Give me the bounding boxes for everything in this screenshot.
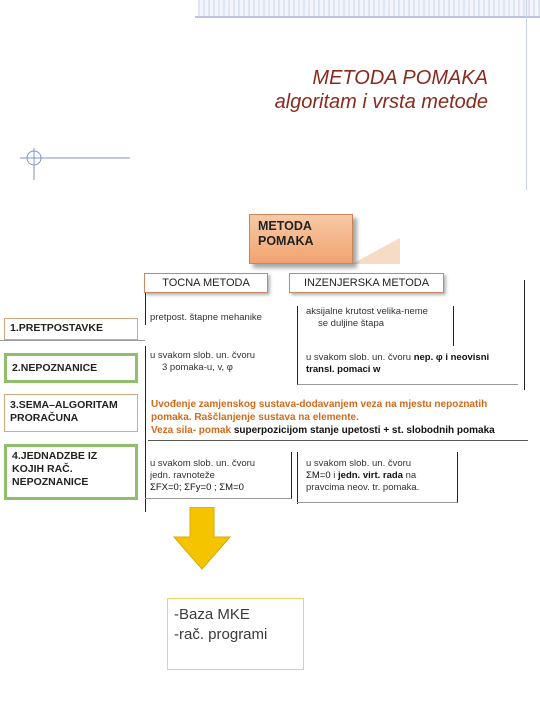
algorithm-line3c: stanje upetosti + st. slobodnih pomaka [309,425,495,436]
engineering-unknowns-bold1: nep. [413,352,434,363]
result-line2: -rač. programi [174,626,268,643]
top-stripe-line [195,16,540,18]
column-divider-middle-lower [297,452,298,504]
exact-equations-bracket [145,452,292,499]
engineering-equations-and: i [330,470,339,481]
exact-equations-line3: ΣFX=0; ΣFy=0 ; ΣM=0 [150,482,244,493]
algorithm-line3b: superpozicijom [233,425,308,436]
slide-title-line2: algoritam i vrsta metode [274,91,488,113]
method-title-box: METODA POMAKA [249,214,353,264]
engineering-equations-sum: ΣM=0 [306,470,331,481]
exact-unknowns-line2: 3 pomaka-u, v, φ [162,362,233,373]
row-label-algorithm-line1: 3.SEMA–ALGORITAM [10,399,118,411]
slide-title-line1: METODA POMAKA [312,67,488,89]
row-label-unknowns-text: 2.NEPOZNANICE [12,362,98,374]
exact-assumptions-cell: pretpost. štapne mehanike [150,312,262,323]
column-divider-exact-left-lower [145,346,146,512]
engineering-unknowns-line1: u svakom slob. un. čvoru [306,352,412,363]
row-label-equations: 4.JEDNADZBE IZ KOJIH RAČ. NEPOZNANICE [4,444,138,500]
column-divider-middle [297,306,298,350]
row-label-unknowns: 2.NEPOZNANICE [4,353,138,383]
row-label-equations-line3: NEPOZNANICE [12,476,89,488]
engineering-equations-bracket [297,452,458,503]
row-label-assumptions-text: 1.PRETPOSTAVKE [10,322,103,334]
column-divider-right-outer [524,280,525,390]
down-arrow-icon [172,507,232,570]
row-label-assumptions: 1.PRETPOSTAVKE [4,318,138,340]
row-label-algorithm-line2: PRORAČUNA [10,412,79,424]
engineering-equations-virtual-work: jedn. virt. rada [338,470,403,481]
corner-scroll-ornament [20,148,130,180]
column-divider-exact-left [145,293,146,325]
algorithm-line2: pomaka. Raščlanjenje sustava na elemente… [151,412,359,423]
exact-unknowns-cell: u svakom slob. un. čvoru 3 pomaka-u, v, … [150,350,290,374]
engineering-assumptions-cell: aksijalne krutost velika-neme se duljine… [306,306,452,330]
algorithm-line3a: Veza sila- pomak [151,425,232,436]
exact-unknowns-line1: u svakom slob. un. čvoru [150,350,256,361]
column-header-exact: TOCNA METODA [144,273,268,293]
row3-divider [148,440,528,441]
row1-divider [0,340,145,341]
method-title-line1: METODA [258,219,312,233]
method-title-line2: POMAKA [258,234,314,248]
row-label-equations-line2: KOJIH RAČ. [12,463,73,475]
algorithm-description: Uvođenje zamjenskog sustava-dodavanjem v… [151,398,523,437]
exact-equations-line2: jedn. ravnoteže [150,470,215,481]
right-edge-line [526,0,527,190]
engineering-unknowns-bracket [297,346,518,385]
engineering-equations-line1: u svakom slob. un. čvoru [306,458,412,469]
result-box: -Baza MKE -rač. programi [167,598,304,670]
engineering-unknowns-cell: u svakom slob. un. čvoru nep. φ i neovis… [306,352,520,376]
engineering-equations-line3: pravcima neov. tr. pomaka. [306,482,420,493]
slide-title: METODA POMAKA algoritam i vrsta metode [275,66,488,114]
column-header-engineering: INZENJERSKA METODA [289,273,444,293]
row-label-algorithm: 3.SEMA–ALGORITAM PRORAČUNA [4,394,138,432]
column-divider-right [453,306,454,346]
engineering-equations-cell: u svakom slob. un. čvoru ΣM=0 i jedn. vi… [306,458,456,494]
engineering-unknowns-line2: transl. pomaci w [306,364,381,375]
result-line1: -Baza MKE [174,606,250,623]
row-label-equations-line1: 4.JEDNADZBE IZ [12,450,98,462]
header-wedge-shadow [352,238,400,264]
top-stripe-band [198,0,540,16]
engineering-unknowns-bold2: φ i neovisni [435,352,490,363]
engineering-equations-na: na [402,470,417,481]
engineering-assumptions-line1: aksijalne krutost velika-neme [306,306,428,317]
exact-equations-cell: u svakom slob. un. čvoru jedn. ravnoteže… [150,458,290,494]
exact-equations-line1: u svakom slob. un. čvoru [150,458,256,469]
algorithm-line1: Uvođenje zamjenskog sustava-dodavanjem v… [151,399,488,410]
engineering-assumptions-line2: se duljine štapa [318,318,385,329]
